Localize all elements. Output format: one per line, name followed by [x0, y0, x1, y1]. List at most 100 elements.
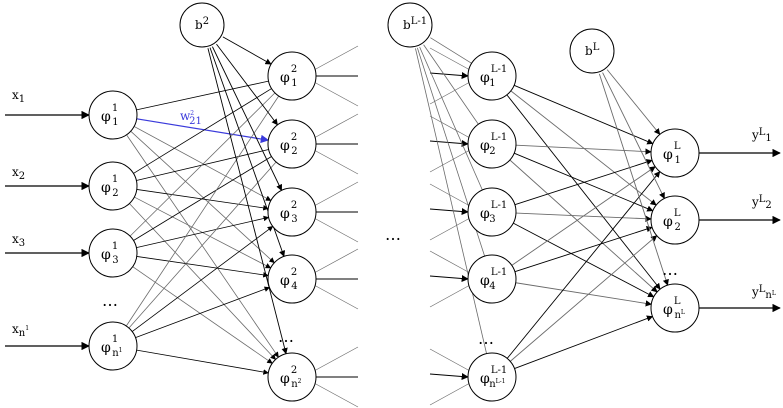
input-label: x2 [12, 165, 25, 182]
ellipsis: … [662, 260, 679, 279]
layer2-neuron [267, 187, 317, 237]
edge-lm1-l [506, 171, 661, 359]
output-label: yL1 [751, 127, 772, 144]
layerL-neuron [650, 283, 700, 333]
neurons [88, 2, 700, 402]
edge-l1-l2 [129, 203, 276, 360]
layerLm1-neuron [467, 187, 517, 237]
bias-edge [430, 37, 472, 64]
layer1-neuron [88, 321, 138, 371]
layerL-neuron [650, 195, 700, 245]
layer2-neuron [267, 352, 317, 402]
edge-l1-l2 [136, 256, 269, 278]
layerLm1-neuron [467, 51, 517, 101]
bias-node [569, 28, 615, 74]
edge-l1-l2 [136, 189, 269, 211]
edge-l1-l2 [133, 88, 272, 174]
input-label: x1 [12, 88, 25, 105]
bias-edge [207, 48, 288, 355]
bias-edge [602, 72, 665, 200]
layer1-neuron [88, 90, 138, 140]
connections [5, 36, 781, 408]
layer1-neuron [88, 161, 138, 211]
edge-stub [429, 250, 471, 274]
ellipsis: … [385, 225, 402, 244]
edge-l1-l2 [129, 92, 276, 237]
input-label: xn1 [12, 322, 29, 339]
edge-stub [429, 115, 471, 139]
edge-stub [429, 72, 469, 79]
edge-l1-l2 [133, 126, 272, 201]
bias-edge [415, 48, 487, 354]
bias-edge [212, 46, 282, 191]
edge-lm1-l [506, 94, 661, 290]
bias-node-label: bL-1 [403, 16, 427, 32]
edge-stub [313, 181, 359, 207]
edge-lm1-l [515, 282, 652, 307]
edge-l1-l2 [128, 161, 277, 329]
edge-stub [313, 248, 359, 274]
edge-stub [429, 47, 471, 71]
layer1-neuron [88, 228, 138, 278]
edge-stub [313, 81, 359, 107]
bias-edge [222, 36, 272, 65]
edge-lm1-l [511, 166, 656, 266]
edge-l1-l2 [131, 226, 274, 332]
edge-lm1-l [509, 159, 658, 293]
edge-lm1-l [515, 144, 652, 155]
edge-stub [429, 284, 471, 308]
bias-edge [419, 46, 483, 191]
bias-node-label: bL [585, 42, 600, 58]
edge-lm1-l [509, 235, 658, 362]
output-label: yL2 [751, 194, 772, 211]
ellipsis: … [278, 327, 295, 346]
edge-lm1-l [513, 84, 654, 145]
edge-stub [429, 373, 469, 380]
edge-stub [429, 275, 469, 282]
bias-edge [606, 69, 661, 135]
bias-edge [423, 44, 479, 125]
edge-stub [429, 217, 471, 241]
layer2-neuron [267, 254, 317, 304]
edge-stub [429, 382, 471, 406]
layerLm1-neuron [467, 119, 517, 169]
edge-lm1-l [514, 226, 653, 273]
layerLm1-neuron [467, 254, 517, 304]
layerL-neuron [650, 128, 700, 178]
edge-stub [313, 346, 359, 372]
bias-node-label: b2 [195, 16, 209, 32]
bias-edge [216, 43, 278, 126]
edge-l1-l2 [136, 215, 270, 249]
edge-stub [313, 45, 359, 71]
bias-node [387, 2, 433, 48]
edge-stub [313, 382, 359, 408]
edge-l1-l2 [132, 266, 273, 364]
edge-stub [313, 113, 359, 139]
edge-l1-l2 [126, 134, 279, 358]
layer2-neuron [267, 51, 317, 101]
edge-stub [313, 217, 359, 243]
edge-l1-l2 [136, 349, 269, 375]
edge-l1-l2 [125, 95, 280, 327]
bias-edge [598, 73, 669, 286]
edge-l1-l2 [136, 80, 269, 111]
layerLm1-neuron [467, 352, 517, 402]
edge-stub [429, 208, 469, 215]
edge-lm1-l [514, 315, 654, 369]
